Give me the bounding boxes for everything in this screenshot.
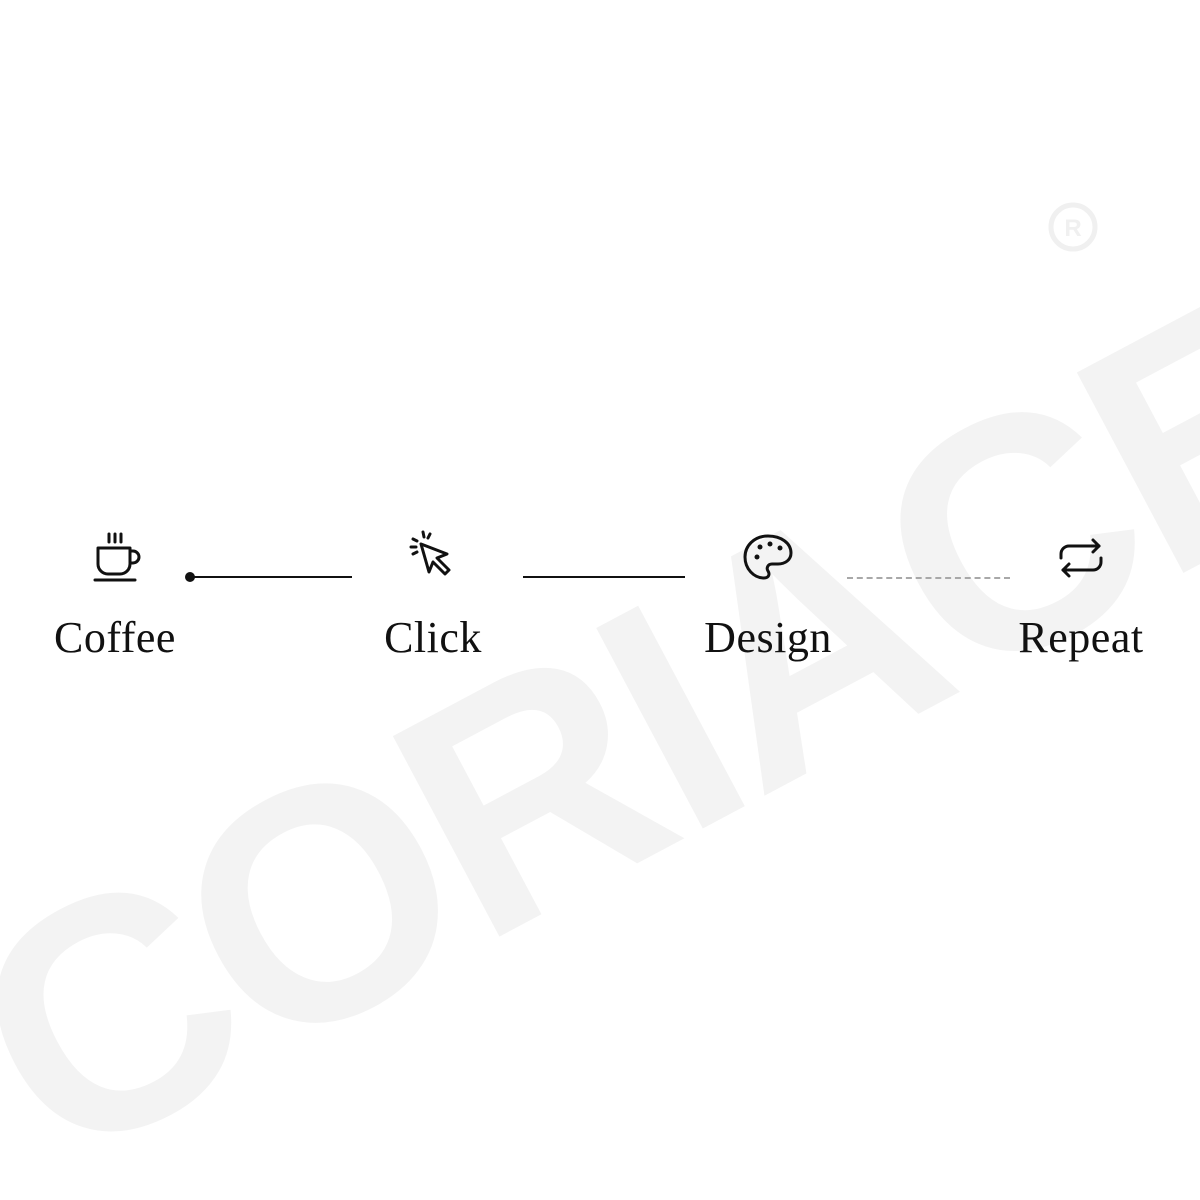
step-coffee: Coffee: [15, 530, 215, 660]
step-label: Design: [704, 613, 832, 662]
repeat-icon: [1059, 538, 1103, 578]
step-label: Click: [384, 613, 482, 662]
connector-line: [523, 576, 685, 578]
connector-start-dot: [185, 572, 195, 582]
connector-line: [185, 572, 352, 582]
palette-icon: [743, 534, 793, 580]
coffee-cup-icon: [93, 532, 141, 582]
step-label: Repeat: [1018, 613, 1144, 662]
cursor-click-icon: [409, 530, 451, 576]
step-label: Coffee: [54, 613, 176, 662]
connector-line: [847, 577, 1010, 579]
step-click: Click: [333, 530, 533, 660]
step-repeat: Repeat: [981, 530, 1181, 660]
step-design: Design: [668, 530, 868, 660]
